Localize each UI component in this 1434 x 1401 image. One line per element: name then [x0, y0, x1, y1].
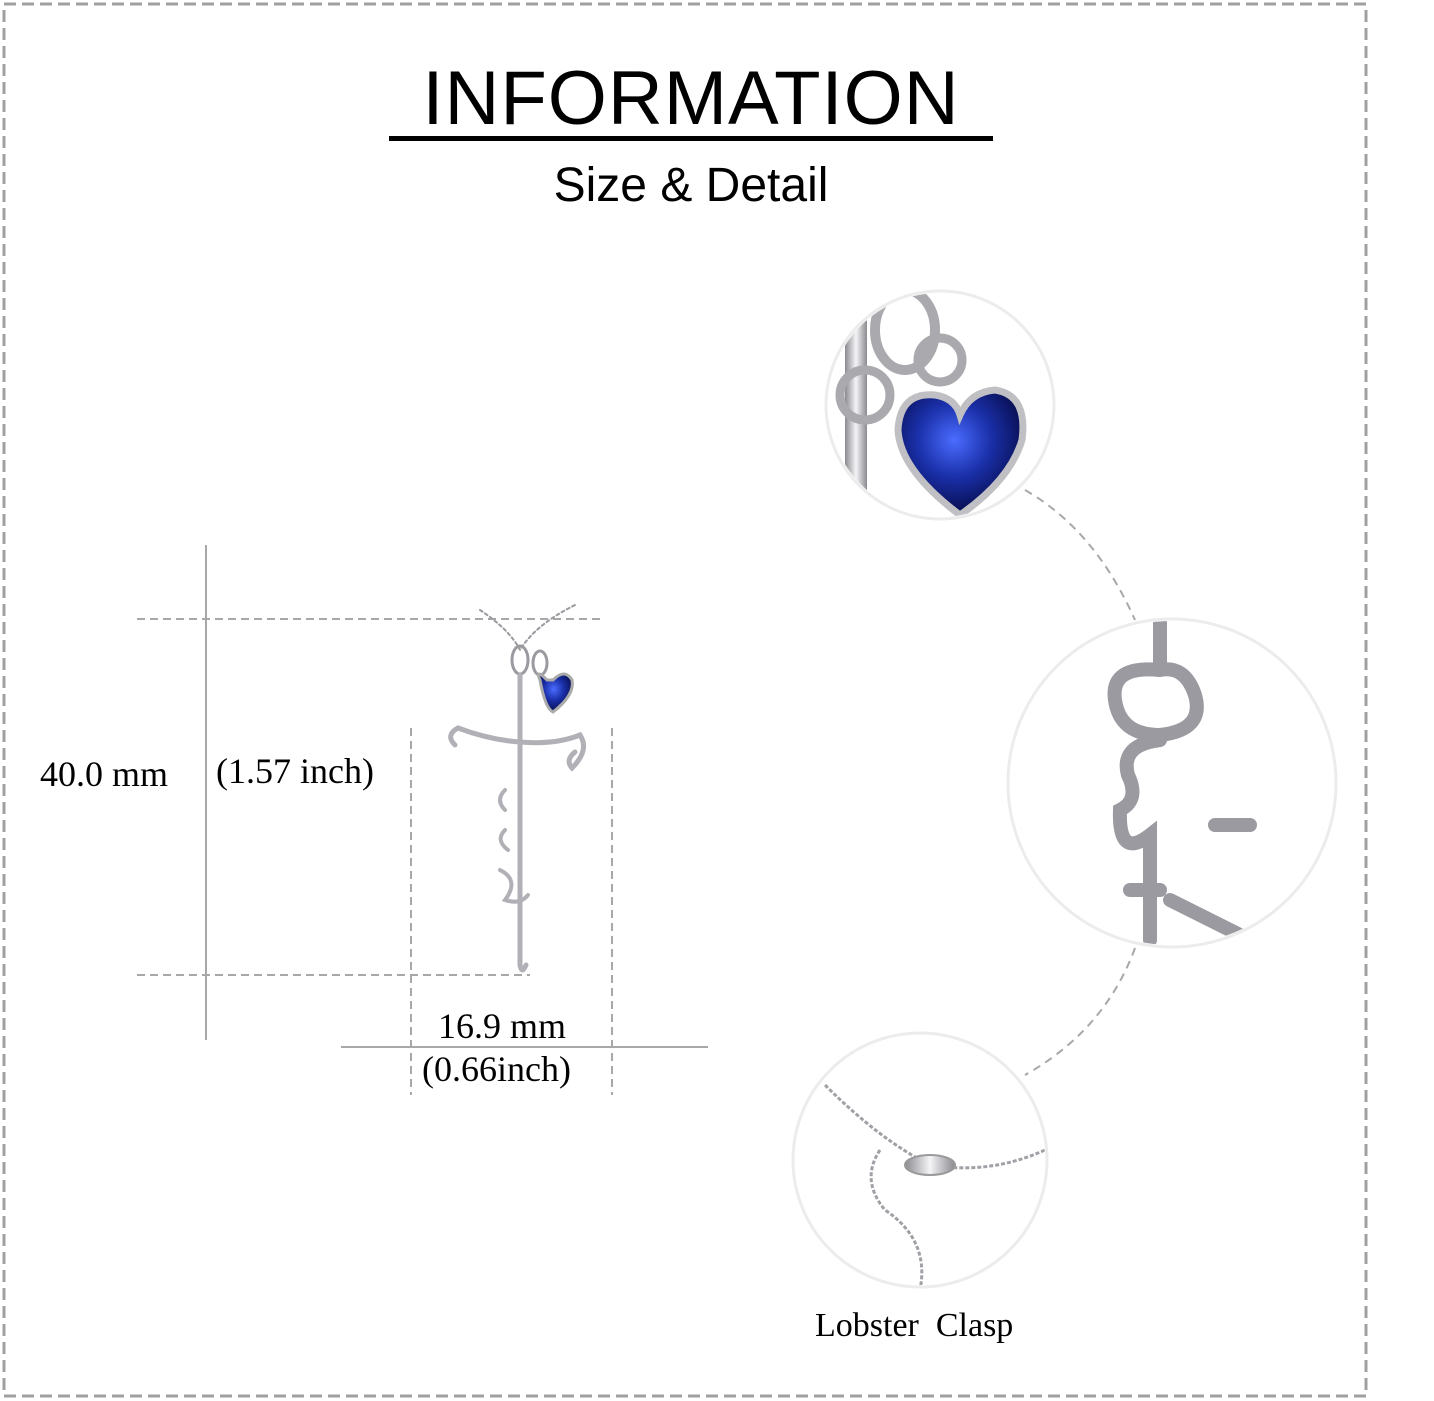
width-mm-label: 16.9 mm: [438, 1006, 567, 1046]
detail-circle-heart: [824, 289, 1056, 521]
dashed-connectors: [1024, 489, 1136, 1076]
width-inch-label: (0.66inch): [422, 1049, 571, 1089]
detail-circle-letters: [1006, 617, 1338, 949]
title-underline: [389, 136, 993, 141]
page-subtitle: Size & Detail: [553, 159, 829, 212]
dimension-guides: [137, 545, 708, 1095]
pendant-illustration: [448, 604, 587, 973]
detail-circle-clasp: [791, 1031, 1049, 1289]
clasp-label: Lobster Clasp: [815, 1307, 1014, 1344]
height-inch-label: (1.57 inch): [216, 751, 374, 791]
height-mm-label: 40.0 mm: [40, 754, 169, 794]
page-title: INFORMATION: [422, 56, 960, 141]
dashed-frame: [2, 2, 1368, 1398]
